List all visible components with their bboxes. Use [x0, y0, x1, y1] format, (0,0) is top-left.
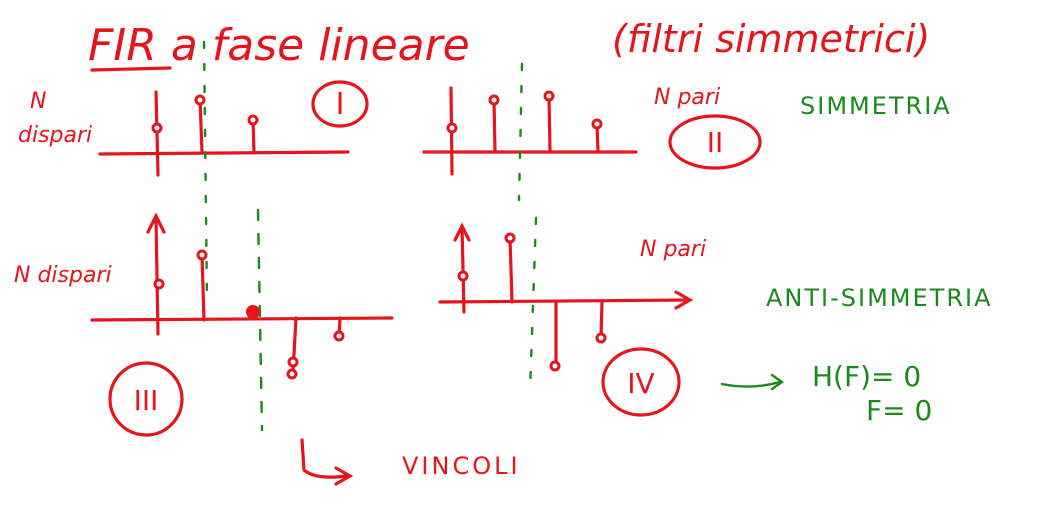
case-3-plot: N dispari III: [14, 208, 394, 437]
vincoli-arrow: [300, 438, 348, 479]
vincoli-annotation: VINCOLI: [300, 438, 521, 486]
case-1-symmetry-axis: [202, 40, 209, 302]
case-1-numeral-circle: [311, 80, 369, 128]
case-4-stem-arrow: [453, 222, 471, 242]
case-1-stem-dot: [194, 94, 206, 106]
case-3-zero-sample: [246, 305, 260, 319]
case-4-stem-dot: [504, 232, 516, 244]
case-4-stem-dot: [549, 360, 561, 372]
constraint-arrow-head: [770, 373, 785, 391]
vincoli-arrow-head: [334, 466, 354, 486]
case-3-stem-dot: [333, 330, 345, 342]
page-title: FIR a fase lineare: [88, 20, 470, 71]
case-3-numeral-circle: [108, 361, 184, 437]
case-3-stem-dot: [286, 368, 298, 380]
case-1-stem: [198, 96, 204, 154]
case-2-stem-dot: [543, 90, 555, 102]
constraint-arrow: [720, 380, 782, 388]
case-3-stem: [154, 216, 160, 336]
case-2-length-label: N pari: [654, 85, 720, 110]
case-2-symmetry-axis: [517, 62, 524, 202]
case-3-length-label: N dispari: [14, 263, 112, 288]
case-2-stem-dot: [446, 122, 458, 134]
case-2-stem-dot: [488, 94, 500, 106]
page-subtitle: (filtri simmetrici): [612, 17, 930, 61]
constraint-annotation: H(F)= 0 F= 0: [720, 360, 932, 427]
case-4-stem: [599, 300, 604, 340]
case-4-stem: [508, 236, 514, 304]
case-2-stem-dot: [591, 118, 603, 130]
case-1-numeral: I: [336, 87, 345, 122]
case-1-axis: [98, 150, 350, 156]
case-4-numeral-circle: [601, 347, 681, 417]
case-1-stem-dot: [151, 122, 163, 134]
title-underline: [90, 66, 172, 72]
case-1-length-label-bottom: dispari: [18, 123, 92, 148]
case-2-plot: N pari II: [422, 62, 762, 202]
constraint-line-2: F= 0: [866, 394, 932, 427]
symmetry-label: SIMMETRIA: [800, 92, 952, 120]
case-3-stem: [200, 253, 206, 322]
constraint-line-1: H(F)= 0: [812, 360, 921, 393]
case-4-numeral: IV: [627, 367, 654, 400]
case-1-length-label-top: N: [30, 89, 46, 114]
case-2-numeral: II: [707, 126, 724, 159]
case-4-stem-dot: [457, 270, 469, 282]
antisymmetry-label: ANTI-SIMMETRIA: [766, 284, 993, 312]
case-1-plot: N dispari I: [18, 40, 369, 302]
case-3-stem-dot: [153, 278, 165, 290]
vincoli-label: VINCOLI: [402, 452, 521, 480]
case-3-stem-arrow: [146, 212, 166, 234]
case-3-stem-dot: [287, 356, 299, 368]
case-4-length-label: N pari: [640, 237, 706, 262]
case-2-numeral-circle: [668, 114, 762, 170]
case-4-axis: [438, 298, 690, 304]
case-4-stem: [460, 224, 466, 314]
case-3-axis: [90, 316, 394, 322]
case-2-stem: [547, 94, 552, 154]
case-4-symmetry-axis: [528, 216, 538, 394]
case-3-stem-dot: [196, 249, 208, 261]
case-4-axis-arrow: [674, 290, 694, 310]
case-1-stem-dot: [247, 114, 259, 126]
case-3-numeral: III: [134, 384, 159, 417]
case-4-plot: N pari IV: [438, 216, 706, 417]
case-2-stem: [492, 98, 497, 154]
case-4-stem-dot: [595, 332, 607, 344]
